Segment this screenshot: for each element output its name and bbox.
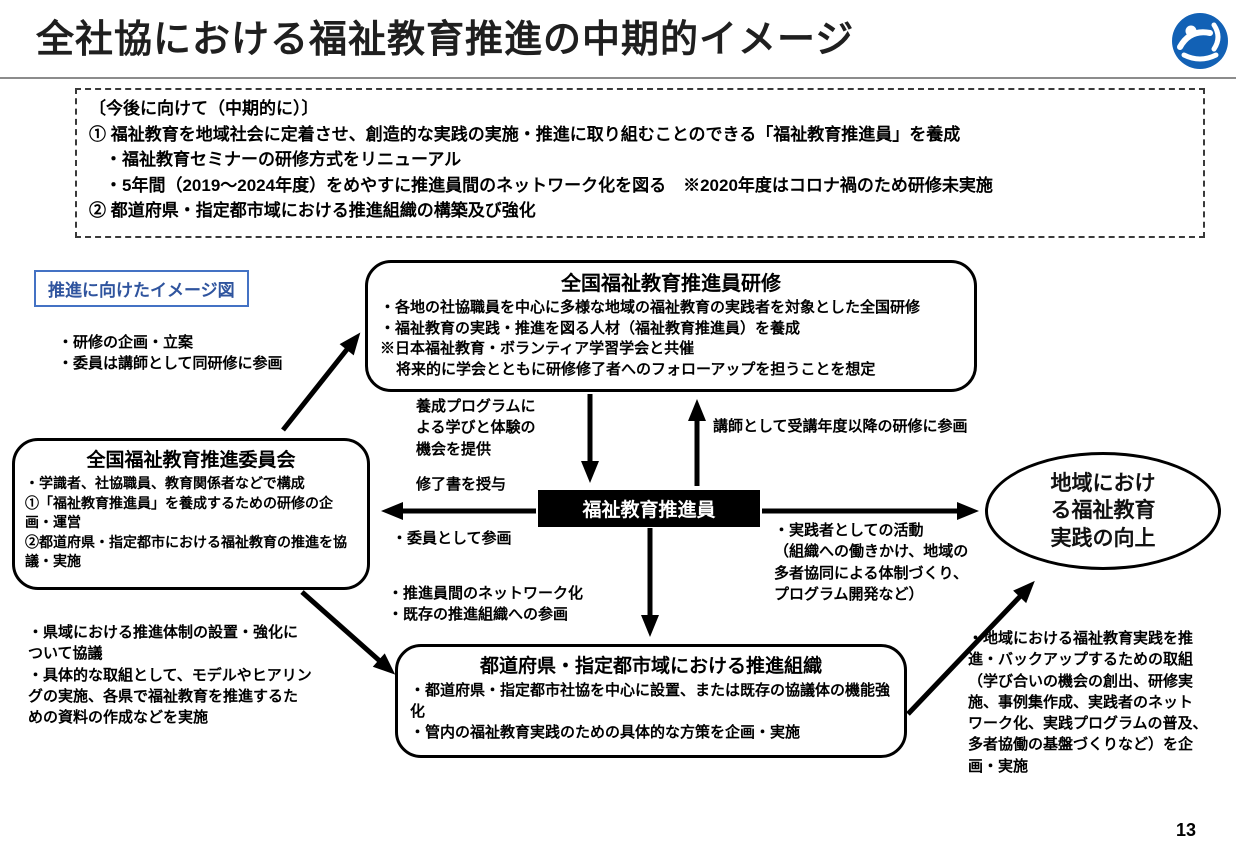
national-committee-box: 全国福祉教育推進委員会 ・学識者、社協職員、教育関係者などで構成 ①「福祉教育推…	[12, 438, 370, 590]
training-box-title: 全国福祉教育推進員研修	[561, 273, 781, 295]
national-training-box: 全国福祉教育推進員研修 ・各地の社協職員を中心に多様な地域の福祉教育の実践者を対…	[365, 260, 977, 392]
regional-improvement-ellipse: 地域における福祉教育実践の向上	[985, 452, 1221, 570]
committee-box-line: ・学識者、社協職員、教育関係者などで構成	[25, 475, 305, 491]
page-number: 13	[1175, 820, 1196, 840]
zenshakyo-logo	[1172, 13, 1228, 69]
future-plan-box: 〔今後に向けて（中期的に）〕 ① 福祉教育を地域社会に定着させ、創造的な実践の実…	[75, 88, 1205, 238]
title-divider	[0, 77, 1236, 79]
page-title: 全社協における福祉教育推進の中期的イメージ	[36, 19, 855, 61]
annotation-prefecture-support: ・県域における推進体制の設置・強化に ついて協議 ・具体的な取組として、モデルや…	[28, 624, 312, 727]
future-plan-line: ・福祉教育セミナーの研修方式をリニューアル	[105, 150, 462, 169]
training-box-line: ・福祉教育の実践・推進を図る人材（福祉教育推進員）を養成	[380, 319, 801, 337]
diagram-label: 推進に向けたイメージ図	[34, 270, 249, 307]
annotation-lecturer: 講師として受講年度以降の研修に参画	[713, 418, 968, 435]
annotation-certificate: 修了書を授与	[416, 476, 507, 493]
annotation-training-program: 養成プログラムに よる学びと体験の 機会を提供	[416, 398, 536, 458]
future-plan-line: ② 都道府県・指定都市域における推進組織の構築及び強化	[89, 201, 536, 220]
promotion-member-box: 福祉教育推進員	[538, 490, 760, 527]
committee-box-line: ①「福祉教育推進員」を養成するための研修の企画・運営	[25, 494, 333, 531]
arrow-committee-to-organization	[300, 590, 396, 675]
arrow-committee-to-training	[281, 332, 361, 432]
future-plan-line: ① 福祉教育を地域社会に定着させ、創造的な実践の実施・推進に取り組むことのできる…	[89, 124, 961, 144]
annotation-practitioner-activity: ・実践者としての活動 （組織への働きかけ、地域の 多者協同による体制づくり、 プ…	[774, 522, 969, 603]
future-plan-line: ・5年間（2019～2024年度）をめやすに推進員間のネットワーク化を図る ※2…	[105, 175, 993, 195]
annotation-regional-backup: ・地域における福祉教育実践を推 進・バックアップするための取組 （学び合いの機会…	[968, 630, 1208, 775]
annotation-as-member: ・委員として参画	[392, 530, 512, 547]
annotation-planning: ・研修の企画・立案 ・委員は講師として同研修に参画	[58, 334, 283, 373]
future-plan-heading: 〔今後に向けて（中期的に）〕	[89, 99, 319, 118]
training-box-line: 将来的に学会とともに研修修了者へのフォローアップを担うことを想定	[396, 361, 876, 379]
organization-box-line: ・管内の福祉教育実践のための具体的な方策を企画・実施	[410, 724, 801, 741]
improvement-label: 地域における福祉教育実践の向上	[1050, 472, 1156, 550]
organization-box-line: ・都道府県・指定都市社協を中心に設置、または既存の協議体の機能強化	[410, 682, 891, 720]
committee-box-line: ②都道府県・指定都市における福祉教育の推進を協議・実施	[25, 533, 347, 570]
training-box-line: ・各地の社協職員を中心に多様な地域の福祉教育の実践者を対象とした全国研修	[380, 299, 921, 316]
training-box-line: ※日本福祉教育・ボランティア学習学会と共催	[380, 340, 695, 358]
committee-box-title: 全国福祉教育推進委員会	[86, 450, 296, 471]
organization-box-title: 都道府県・指定都市域における推進組織	[479, 656, 822, 677]
prefecture-organization-box: 都道府県・指定都市域における推進組織 ・都道府県・指定都市社協を中心に設置、また…	[395, 644, 907, 758]
annotation-network: ・推進員間のネットワーク化 ・既存の推進組織への参画	[388, 585, 584, 624]
